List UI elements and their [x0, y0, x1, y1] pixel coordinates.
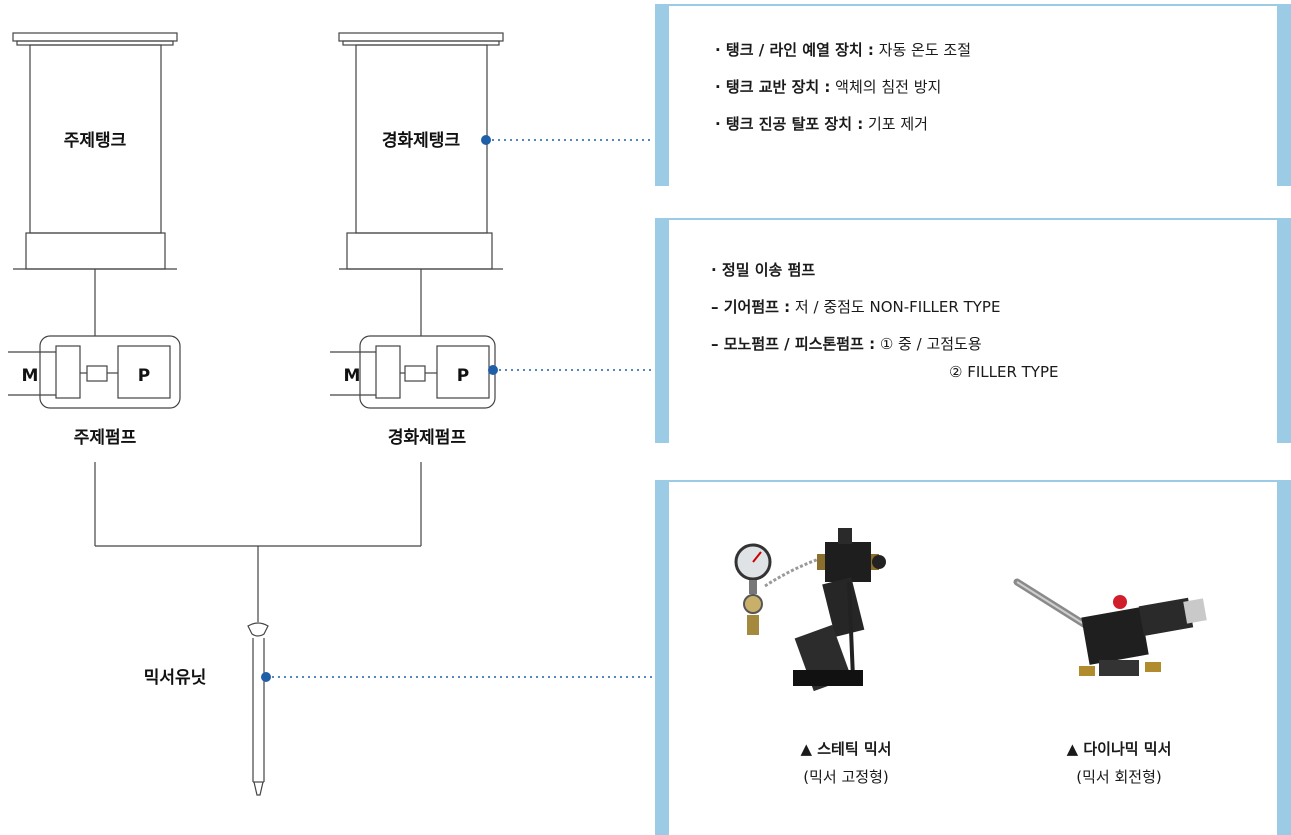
static-mixer-image: [734, 528, 886, 692]
connector-tank: [481, 135, 652, 145]
tank-feature-3: · 탱크 진공 탈포 장치 : 기포 제거: [715, 115, 928, 133]
tank-feature-1: · 탱크 / 라인 예열 장치 : 자동 온도 조절: [715, 41, 972, 59]
main-tank-label: 주제탱크: [64, 131, 127, 151]
static-mixer-caption: ▲ 스테틱 믹서 (믹서 고정형): [800, 740, 892, 786]
tank-feature-2: · 탱크 교반 장치 : 액체의 침전 방지: [715, 78, 942, 96]
tank-features-panel: · 탱크 / 라인 예열 장치 : 자동 온도 조절 · 탱크 교반 장치 : …: [655, 4, 1291, 186]
hardener-tank-label: 경화제탱크: [382, 131, 461, 151]
hardener-motor-label: M: [344, 366, 361, 386]
connector-mixer: [261, 672, 652, 682]
gear-pump-line: – 기어펌프 : 저 / 중점도 NON-FILLER TYPE: [711, 298, 1001, 316]
pump-heading: · 정밀 이송 펌프: [711, 261, 816, 279]
pump-features-panel: · 정밀 이송 펌프 – 기어펌프 : 저 / 중점도 NON-FILLER T…: [655, 218, 1291, 443]
process-diagram: 주제탱크 경화제탱크 M P M P 주제펌프 경화제펌프 믹서유닛: [8, 32, 652, 796]
main-pump-label: P: [138, 366, 150, 386]
main-tank: [12, 32, 178, 270]
main-pump-caption: 주제펌프: [74, 428, 137, 448]
main-pump: [8, 335, 181, 409]
main-motor-label: M: [22, 366, 39, 386]
mono-pump-line-2: ② FILLER TYPE: [949, 363, 1059, 381]
hardener-tank: [338, 32, 504, 270]
hardener-pump-letter: P: [457, 366, 469, 386]
connector-pump: [488, 365, 652, 375]
hardener-pump-caption: 경화제펌프: [388, 428, 467, 448]
mono-pump-line: – 모노펌프 / 피스톤펌프 : ① 중 / 고점도용: [711, 335, 982, 353]
mixer-unit-label: 믹서유닛: [144, 668, 207, 688]
dynamic-mixer-image: [1013, 578, 1207, 676]
mixer-types-panel: ▲ 스테틱 믹서 (믹서 고정형) ▲ 다이나믹 믹서 (믹서 회전형): [655, 480, 1291, 835]
mixer-unit: [247, 622, 269, 796]
dynamic-mixer-caption: ▲ 다이나믹 믹서 (믹서 회전형): [1066, 740, 1172, 786]
